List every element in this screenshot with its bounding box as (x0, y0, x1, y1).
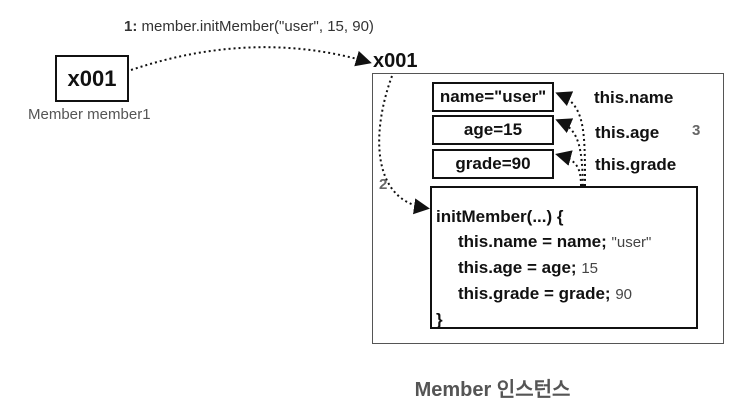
method-code: this.name = name; (458, 232, 607, 251)
this-name-arrow (555, 91, 586, 187)
method-call-arrow (378, 75, 430, 215)
call-label: 1: member.initMember("user", 15, 90) (124, 18, 374, 35)
this-name-label: this.name (594, 88, 674, 107)
method-code: this.age = age; (458, 258, 577, 277)
call-text: member.initMember("user", 15, 90) (141, 18, 374, 35)
this-grade-arrow (555, 150, 582, 187)
method-signature: initMember(...) { (436, 207, 564, 226)
method-line: this.age = age; 15 (436, 255, 696, 281)
method-close: } (436, 310, 443, 329)
step-three-label: 3 (692, 122, 701, 139)
method-value: 90 (615, 286, 632, 303)
instance-address: x001 (373, 50, 418, 72)
field-age: age=15 (432, 115, 554, 145)
call-step: 1: (124, 18, 138, 35)
this-grade-label: this.grade (595, 155, 677, 174)
method-line: this.grade = grade; 90 (436, 281, 696, 307)
this-age-label: this.age (595, 123, 660, 142)
method-code: this.grade = grade; (458, 284, 611, 303)
reference-box: x001 (55, 55, 129, 102)
reference-label: Member member1 (28, 106, 151, 123)
step-two-label: 2 (379, 176, 388, 193)
instance-box (372, 73, 724, 344)
instance-caption: Member 인스턴스 (414, 379, 571, 401)
method-line: this.name = name; "user" (436, 229, 696, 255)
method-box: initMember(...) { this.name = name; "use… (430, 186, 698, 329)
method-value: "user" (611, 234, 652, 251)
field-name: name="user" (432, 82, 554, 112)
field-grade: grade=90 (432, 149, 554, 179)
call-arrow (130, 46, 372, 71)
method-value: 15 (581, 260, 598, 277)
